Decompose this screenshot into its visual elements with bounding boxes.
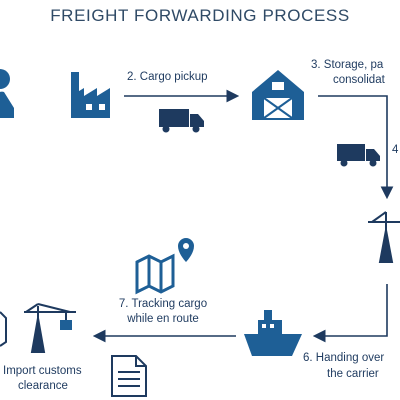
- step-4-label-fragment: 4: [392, 144, 399, 156]
- factory-icon: [71, 72, 110, 118]
- crane-icon: [24, 303, 76, 353]
- step-import-label-line2: clearance: [18, 380, 68, 392]
- map-icon: [135, 238, 194, 295]
- step-import-label-line1: Import customs: [3, 365, 82, 377]
- step-tracking-label-line2: while en route: [127, 313, 199, 325]
- step-handing-label-line2: the carrier: [327, 368, 379, 380]
- step-storage-label-line2: consolidat: [333, 74, 385, 86]
- partial-icon: [0, 311, 7, 347]
- truck-icon: [337, 144, 380, 167]
- step-cargo-pickup-label: 2. Cargo pickup: [127, 71, 208, 83]
- barn-icon: [252, 70, 304, 120]
- document-icon: [111, 355, 147, 397]
- truck-icon: [159, 109, 204, 133]
- diagram-title: FREIGHT FORWARDING PROCESS: [50, 6, 350, 25]
- person-icon: [0, 69, 14, 118]
- step-tracking-label-line1: 7. Tracking cargo: [118, 298, 208, 310]
- ship-icon: [244, 310, 302, 356]
- step-handing-label-line1: 6. Handing over: [303, 352, 385, 364]
- crane-icon: [368, 211, 400, 263]
- step-storage-label-line1: 3. Storage, pa: [311, 59, 384, 71]
- arrow-storage-to-loading: [318, 95, 394, 200]
- arrow-loading-to-carrier: [312, 284, 388, 343]
